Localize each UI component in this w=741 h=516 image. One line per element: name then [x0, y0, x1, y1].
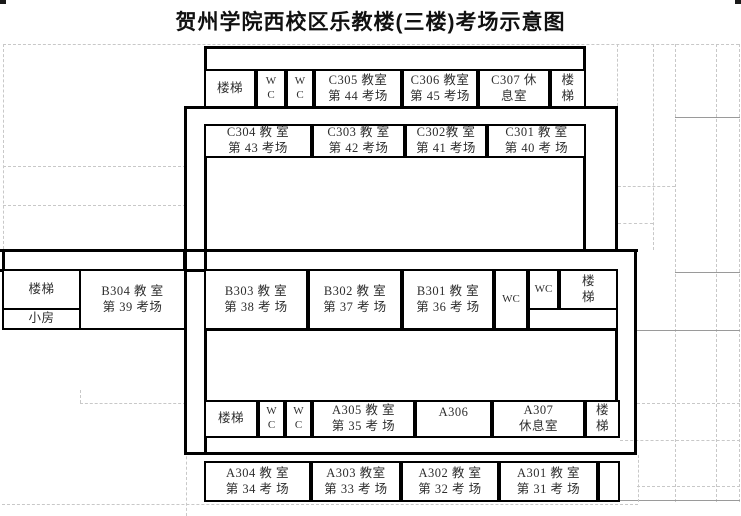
outer-wall-bottom — [184, 452, 637, 455]
grid-line — [653, 44, 654, 250]
room-c301: C301 教 室 第 40 考 场 — [487, 124, 586, 158]
central-courtyard — [204, 328, 618, 403]
grid-line — [637, 330, 740, 331]
scan-artifact — [735, 0, 741, 4]
grid-line — [637, 486, 740, 487]
grid-line — [675, 44, 676, 502]
room-a302: A302 教 室 第 32 考 场 — [401, 461, 499, 502]
grid-line — [186, 441, 187, 516]
grid-line — [600, 500, 740, 501]
grid-line — [675, 272, 740, 273]
room-b301: B301 教 室 第 36 考 场 — [402, 269, 494, 330]
grid-line — [637, 403, 740, 404]
stairs-top-left: 楼梯 — [204, 69, 256, 109]
room-b302: B302 教 室 第 37 考 场 — [308, 269, 402, 330]
stairs-a-left: 楼梯 — [204, 400, 258, 438]
small-room: 小房 — [2, 308, 81, 330]
room-a304: A304 教 室 第 34 考 场 — [204, 461, 311, 502]
grid-line — [2, 504, 638, 505]
room-c302: C302教 室 第 41 考场 — [405, 124, 487, 158]
grid-line — [3, 44, 4, 249]
grid-line — [618, 223, 653, 224]
wc-top-2: W C — [286, 69, 314, 109]
room-a305: A305 教 室 第 35 考 场 — [312, 400, 415, 438]
room-a307: A307 休息室 — [492, 400, 585, 438]
room-c304: C304 教 室 第 43 考场 — [204, 124, 312, 158]
room-a301: A301 教 室 第 31 考 场 — [499, 461, 598, 502]
grid-line — [716, 44, 717, 502]
scan-artifact — [0, 0, 6, 4]
empty-cell — [528, 308, 618, 330]
wc-mid-2: WC — [528, 269, 559, 310]
grid-line — [638, 455, 639, 502]
wc-a-1: W C — [258, 400, 285, 438]
room-c307: C307 休 息室 — [478, 69, 550, 109]
wc-a-2: W C — [285, 400, 312, 438]
grid-line — [675, 117, 740, 118]
grid-line — [3, 44, 739, 45]
corridor-wall-top — [0, 249, 638, 252]
stairs-mid-right: 楼 梯 — [559, 269, 618, 310]
page-title: 贺州学院西校区乐教楼(三楼)考场示意图 — [175, 11, 566, 34]
room-b304: B304 教 室 第 39 考场 — [79, 269, 186, 330]
wc-mid-1: WC — [494, 269, 528, 330]
grid-line — [618, 186, 675, 187]
room-c303: C303 教 室 第 42 考场 — [312, 124, 405, 158]
grid-line — [80, 390, 81, 403]
room-c305: C305 教室 第 44 考场 — [314, 69, 402, 109]
stairs-top-right: 楼 梯 — [550, 69, 586, 109]
stairs-west: 楼梯 — [2, 269, 81, 310]
grid-line — [617, 44, 618, 106]
grid-line — [620, 440, 740, 441]
room-a306: A306 — [415, 400, 492, 438]
room-b303: B303 教 室 第 38 考 场 — [204, 269, 308, 330]
stairs-a-right: 楼 梯 — [585, 400, 620, 438]
empty-cell — [598, 461, 620, 502]
grid-line — [80, 403, 186, 404]
grid-line — [3, 166, 186, 167]
grid-line — [739, 44, 740, 502]
room-c306: C306 教室 第 45 考场 — [402, 69, 478, 109]
outer-wall-right — [634, 249, 637, 455]
grid-line — [3, 205, 186, 206]
room-a303: A303 教室 第 33 考 场 — [311, 461, 401, 502]
wc-top-1: W C — [256, 69, 286, 109]
